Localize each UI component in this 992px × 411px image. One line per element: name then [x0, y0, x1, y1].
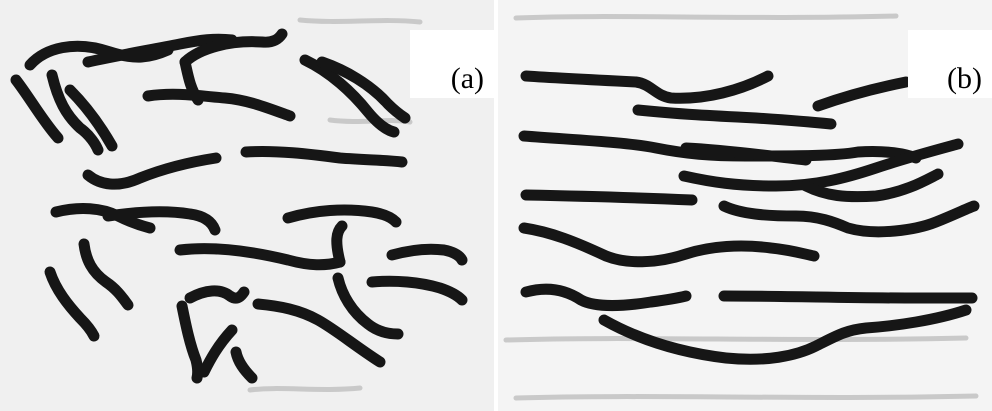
- panel-a-label: (a): [451, 64, 484, 94]
- strand: [638, 110, 831, 124]
- strand: [148, 94, 290, 116]
- strand: [337, 226, 342, 262]
- strand: [88, 158, 216, 184]
- panel-divider: [494, 0, 498, 411]
- strand: [526, 76, 768, 98]
- strand: [392, 249, 462, 260]
- strand: [724, 296, 972, 298]
- strand: [604, 310, 966, 359]
- ghost-line: [516, 16, 896, 18]
- strand: [724, 206, 974, 232]
- strand: [190, 291, 244, 298]
- strand: [524, 228, 814, 262]
- strand: [818, 82, 906, 106]
- panel-b-label: (b): [947, 64, 982, 94]
- panel-a-random-structure: (a): [0, 0, 496, 411]
- strand: [84, 244, 128, 305]
- strand: [182, 306, 198, 378]
- strand: [204, 330, 232, 372]
- strand: [246, 151, 402, 162]
- label-box-a: (a): [410, 30, 496, 98]
- strand: [372, 281, 462, 300]
- strand: [526, 195, 692, 200]
- ghost-line: [516, 396, 976, 398]
- strand: [288, 210, 396, 222]
- strand: [180, 249, 340, 265]
- strand: [526, 289, 686, 305]
- ghost-line: [300, 20, 420, 22]
- ghost-line: [250, 388, 360, 390]
- strand: [236, 352, 252, 378]
- strand: [50, 272, 94, 336]
- panel-b-oriented-structure: (b): [496, 0, 992, 411]
- ghost-line: [506, 338, 966, 340]
- label-box-b: (b): [908, 30, 992, 98]
